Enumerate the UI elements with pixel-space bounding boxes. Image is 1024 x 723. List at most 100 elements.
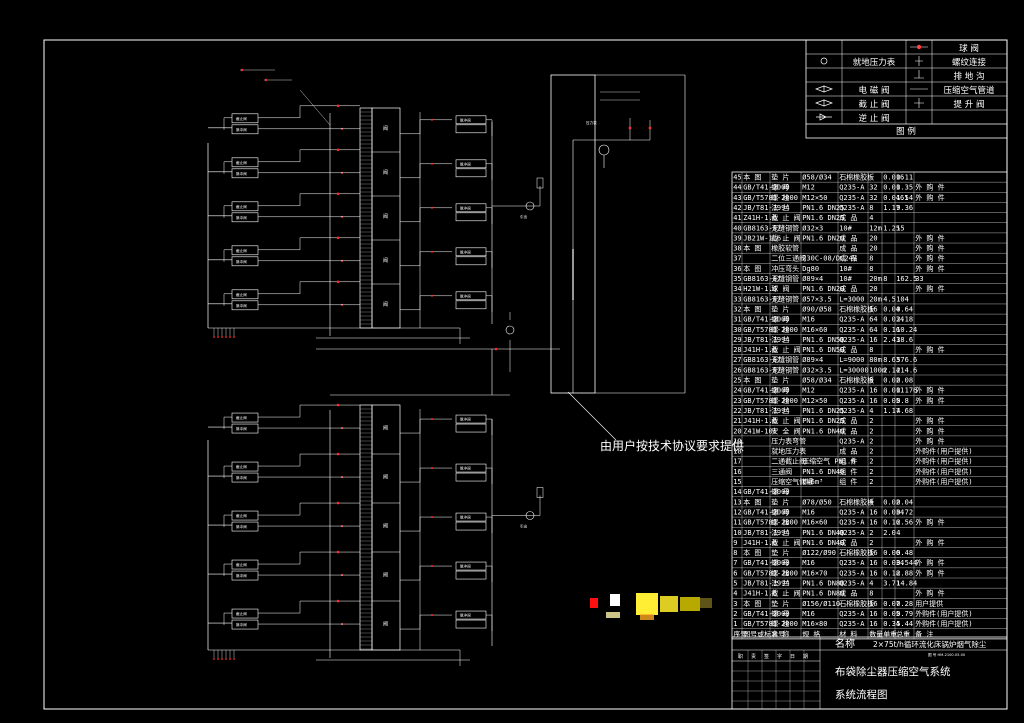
bom-cell: J41H-1.6 [743, 590, 777, 598]
valve-box-label: 脉冲阀 [236, 426, 247, 431]
bom-cell: 成 品 [839, 426, 857, 435]
bom-cell: 36 [733, 265, 741, 273]
valve-box [231, 124, 259, 135]
bom-cell: 外 购 件 [915, 254, 944, 263]
bom-cell: 10# [839, 265, 852, 273]
bom-cell: 15 [733, 478, 741, 486]
bom-cell: 21 [733, 417, 741, 425]
legend-right-1: 球 阀 [959, 43, 979, 54]
bom-cell: 成 品 [839, 589, 857, 598]
legend-left-3: 电 磁 阀 [859, 85, 890, 96]
bom-cell: 16 [869, 508, 877, 516]
valve-box-label: 截止阀 [236, 116, 247, 121]
bom-cell: Ø89×4 [802, 275, 823, 283]
bom-cell: 法 兰 [771, 406, 789, 415]
bom-cell: M16 [802, 316, 815, 324]
bom-cell: GB8163-87 [743, 366, 781, 374]
bom-cell: 0.176 [896, 387, 917, 395]
bom-cell: 外 购 件 [915, 426, 944, 435]
chamber-label: 阀 [383, 572, 388, 579]
bom-cell: 37 [733, 255, 741, 263]
bom-cell: 10# [839, 224, 852, 232]
bom-cell: J41H-1.6 [743, 417, 777, 425]
bom-cell: 64 [869, 316, 877, 324]
bom-cell: 80m [869, 356, 882, 364]
bom-cell: 0.18 [883, 569, 900, 577]
bom-cell: 成 品 [839, 538, 857, 547]
bom-cell: 0.04 [883, 305, 900, 313]
bom-cell: 0.016 [883, 174, 904, 182]
valve-box-label: 脉冲阀 [236, 475, 247, 480]
valve-box [231, 608, 259, 619]
ball-valve-icon [336, 192, 340, 196]
bom-cell: H21W-1.6 [743, 285, 777, 293]
bom-cell: 成 品 [839, 345, 857, 354]
bom-cell: 外 购 件 [915, 233, 944, 242]
valve-box [231, 289, 259, 300]
bom-cell: 法 兰 [771, 579, 789, 588]
bom-cell: 螺 母 [771, 315, 789, 324]
bom-cell: 外 购 件 [915, 589, 944, 598]
bom-cell: 外 购 件 [915, 183, 944, 192]
bom-header-cell: 单重 [883, 629, 897, 638]
bom-cell: 成 品 [839, 254, 857, 263]
bom-cell: GB8163-87 [743, 275, 781, 283]
bom-cell: 1.25 [883, 224, 900, 232]
bom-cell: L=30000 [839, 366, 869, 374]
bom-cell: 球 阀 [771, 284, 789, 293]
title-name-label: 名称 [835, 637, 855, 650]
bom-cell: 25 [733, 377, 741, 385]
bom-cell: JB21W-1.6 [743, 234, 781, 242]
bom-cell: J41H-1.6 [743, 346, 777, 354]
bom-cell: GB/T41-2000 [743, 559, 789, 567]
bom-cell: 二位三通阀 [771, 254, 806, 263]
bom-cell: M12×50 [802, 194, 827, 202]
bom-cell: 30 [733, 326, 741, 334]
bom-cell: 2 [869, 529, 873, 537]
bom-header-cell: 名 称 [771, 629, 789, 638]
bom-cell: 外 购 件 [915, 396, 944, 405]
bom-cell: Z41W-10T [743, 427, 778, 435]
bom-cell: 15 [896, 224, 904, 232]
bom-cell: 576.6 [896, 356, 917, 364]
bom-cell: GB8163-87 [743, 356, 781, 364]
bom-cell: 1.17 [883, 407, 900, 415]
title-block: 名称 2×75t/h循环流化床锅炉烟气除尘 图 号 HM-2100.05.00 … [731, 636, 1008, 710]
bom-cell: Ø32×3.5 [802, 366, 832, 374]
bom-cell: 8 [869, 346, 873, 354]
bom-cell: 17 [733, 458, 741, 466]
drain-icon [914, 70, 924, 79]
bom-cell: 法 兰 [771, 203, 789, 212]
bom-cell: PN1.6 DN50 [802, 336, 844, 344]
valve-box [231, 510, 259, 521]
bom-cell: 本 图 [743, 599, 761, 608]
bom-cell: 外 购 件 [915, 244, 944, 253]
bom-cell: 42 [733, 204, 741, 212]
bom-cell: 压缩空气储罐 [771, 477, 813, 486]
bom-cell: Q235-A [839, 407, 865, 415]
bom-cell: 组 件 [839, 467, 857, 476]
bom-cell: 垫 片 [771, 376, 789, 385]
bom-cell: 34 [733, 285, 741, 293]
bom-cell: 成 品 [839, 447, 857, 456]
bom-cell: PN1.6 DN40 [802, 468, 844, 476]
bom-cell: 32 [869, 184, 877, 192]
bom-cell: 0.011 [883, 387, 904, 395]
valve-box-label: 脉冲阀 [236, 303, 247, 308]
bom-cell: 安 全 阀 [771, 426, 800, 435]
valve-box [231, 201, 259, 212]
bom-cell: Q235-A [839, 529, 865, 537]
bom-cell: 0.64 [896, 305, 913, 313]
legend-right-3: 排 地 沟 [954, 71, 985, 82]
ball-valve-icon [336, 280, 340, 284]
bom-cell: Q235-A [839, 519, 865, 527]
bom-cell: 8.63 [883, 356, 900, 364]
bom-cell: 16 [733, 468, 741, 476]
check-valve-icon [816, 113, 832, 121]
bom-cell: M16×80 [802, 620, 827, 628]
bom-cell: JB/T81-1994 [743, 580, 789, 588]
valve-box [455, 619, 487, 629]
bom-cell: 2.0 [883, 529, 896, 537]
bom-cell: 三通阀 [771, 467, 792, 476]
chamber-label: 阀 [383, 213, 388, 220]
